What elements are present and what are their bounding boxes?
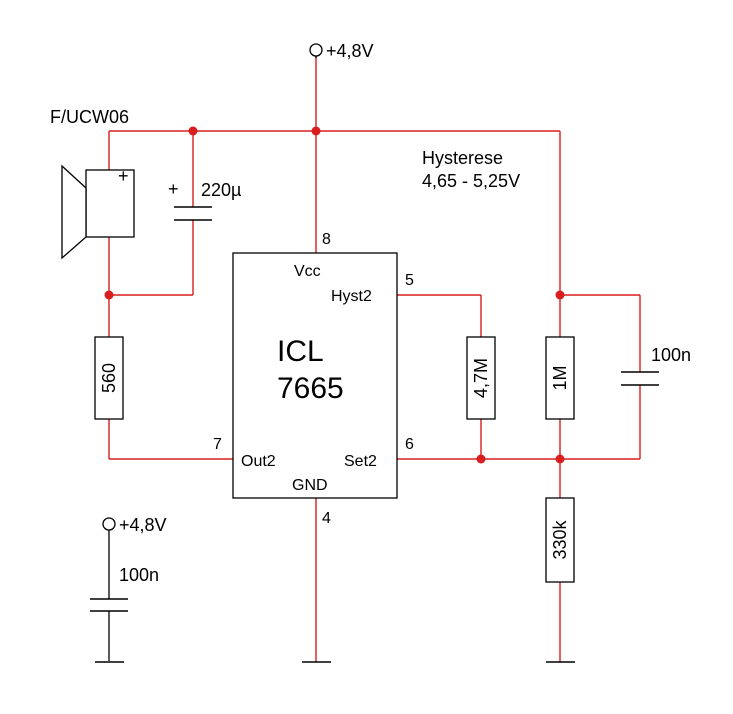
resistor-4-7m-label: 4,7M [471, 358, 491, 398]
junction-dot [311, 126, 321, 136]
junction-dot [555, 290, 565, 300]
resistor-560-label: 560 [99, 363, 119, 393]
junctions [104, 126, 565, 464]
cap-100n-right [621, 371, 659, 386]
pin-number-8: 8 [322, 231, 331, 248]
cap-100n-left [90, 598, 128, 612]
junction-dot [104, 290, 114, 300]
cap-100n-left-label: 100n [119, 565, 159, 585]
resistor-560 [94, 336, 124, 420]
junction-dot [476, 454, 486, 464]
resistor-1m [545, 336, 575, 420]
ic-name-line1: ICL [277, 335, 324, 368]
hysteresis-title: Hysterese [422, 148, 503, 168]
pin-number-4: 4 [322, 510, 331, 527]
cap-220u [174, 206, 212, 221]
ic-pin-label-set2: Set2 [344, 453, 377, 470]
ic-pin-label-gnd: GND [292, 477, 328, 494]
ic-name-line2: 7665 [277, 372, 344, 405]
junction-dot [188, 126, 198, 136]
pin-number-6: 6 [405, 436, 414, 453]
ic-pin-label-hyst2: Hyst2 [331, 288, 372, 305]
supply-terminal-icon [102, 517, 116, 531]
supply-terminal-icon [309, 43, 323, 57]
speaker [61, 164, 135, 260]
junction-dot [555, 454, 565, 464]
cap-220u-polarity: + [168, 179, 179, 199]
speaker-cone-icon [61, 164, 87, 260]
supply-top: +4,8V [309, 41, 374, 61]
ic-pin-label-vcc: Vcc [294, 263, 321, 280]
supply-bottom-label: +4,8V [119, 515, 167, 535]
cap-100n-right-label: 100n [651, 345, 691, 365]
speaker-body [85, 169, 135, 238]
resistor-1m-label: 1M [550, 365, 570, 390]
speaker-label: F/UCW06 [50, 107, 129, 127]
resistor-4-7m [466, 336, 496, 420]
supply-top-label: +4,8V [326, 41, 374, 61]
speaker-polarity: + [118, 166, 129, 186]
cap-220u-label: 220µ [201, 180, 241, 200]
pin-number-5: 5 [405, 272, 414, 289]
hysteresis-range: 4,65 - 5,25V [422, 171, 520, 191]
ic-body [232, 252, 398, 499]
resistor-330k [545, 497, 575, 583]
ic-pin-label-out2: Out2 [241, 453, 276, 470]
resistor-330k-label: 330k [550, 519, 570, 559]
supply-bottom: +4,8V [102, 515, 167, 661]
pin-number-7: 7 [213, 436, 222, 453]
